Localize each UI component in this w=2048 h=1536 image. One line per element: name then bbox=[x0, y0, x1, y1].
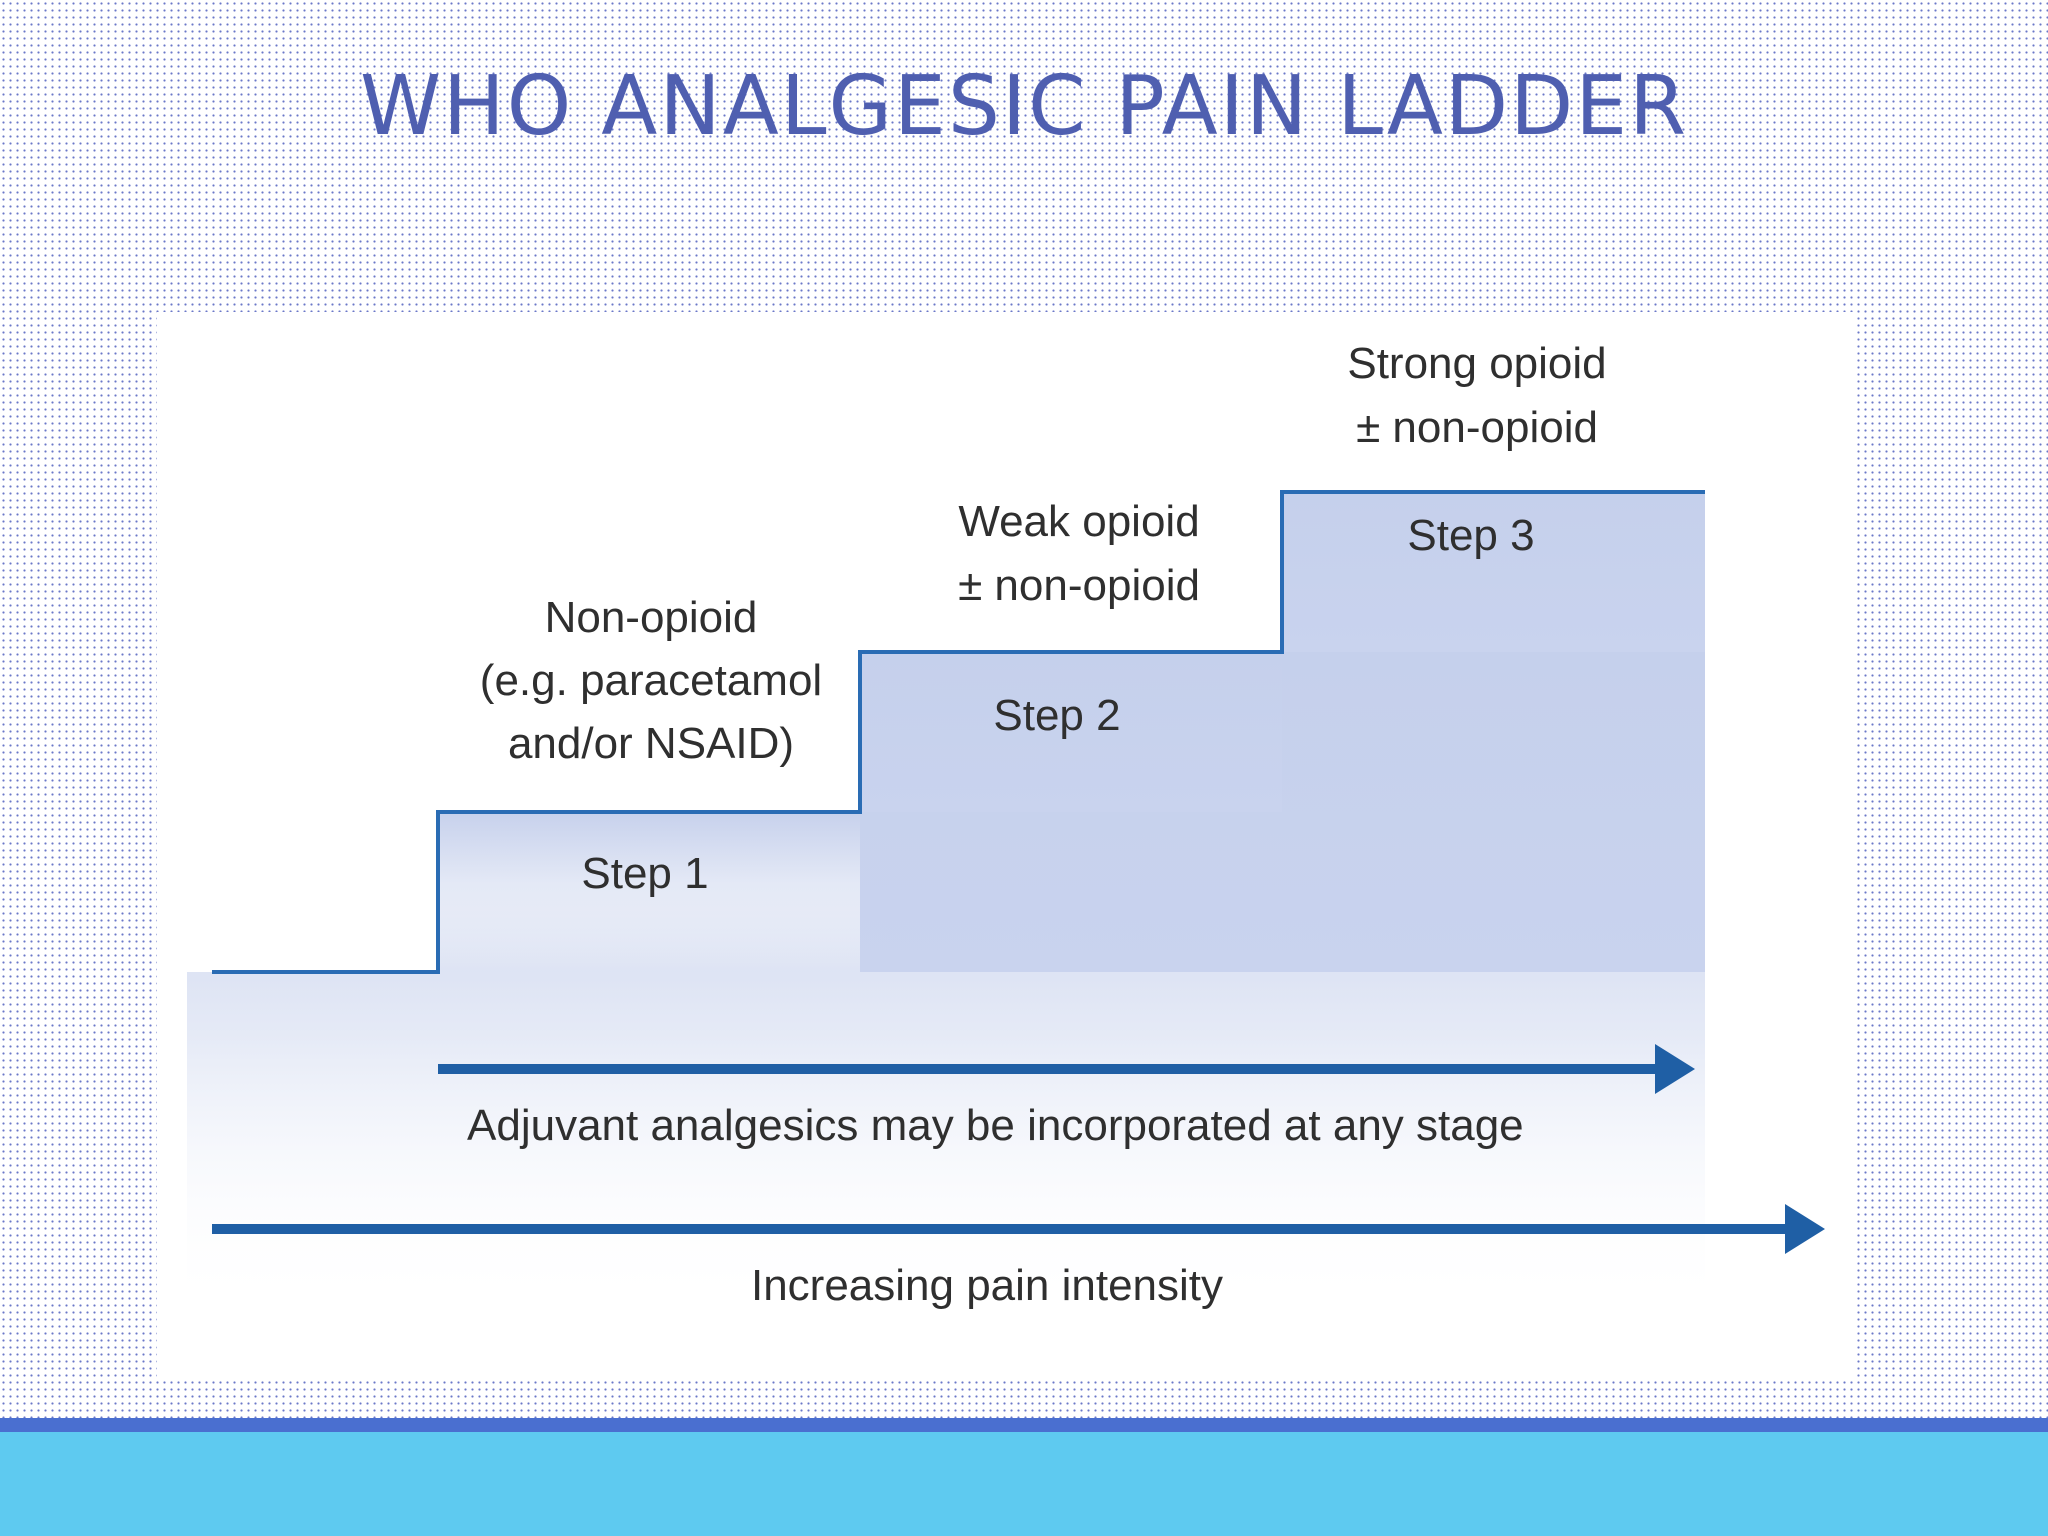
adjuvant-text: Adjuvant analgesics may be incorporated … bbox=[467, 1101, 1524, 1150]
pain-ladder-svg: Step 1 Step 2 Step 3 Non-opioid (e.g. pa… bbox=[187, 339, 1825, 1312]
adjuvant-arrow-head bbox=[1655, 1044, 1695, 1094]
page-title: WHO ANALGESIC PAIN LADDER bbox=[359, 59, 1689, 154]
step2-label: Step 2 bbox=[993, 691, 1120, 740]
step1-description-line2: (e.g. paracetamol bbox=[480, 656, 822, 705]
stair-fill-block bbox=[860, 652, 1705, 972]
pain-arrow-head bbox=[1785, 1204, 1825, 1254]
step2-description-line1: Weak opioid bbox=[958, 497, 1199, 546]
step1-description-line1: Non-opioid bbox=[545, 593, 758, 642]
pain-intensity-text: Increasing pain intensity bbox=[751, 1261, 1223, 1310]
step3-description-line2: ± non-opioid bbox=[1356, 403, 1598, 452]
footer-bar bbox=[0, 1432, 2048, 1536]
pain-ladder-diagram: Step 1 Step 2 Step 3 Non-opioid (e.g. pa… bbox=[157, 312, 1857, 1378]
stair-fill-step2-rect bbox=[860, 652, 1282, 812]
stair-fill-step3 bbox=[1282, 492, 1705, 652]
step1-label: Step 1 bbox=[581, 849, 708, 898]
step2-description-line2: ± non-opioid bbox=[958, 561, 1200, 610]
stair-fill-step1-rect bbox=[438, 812, 860, 972]
step1-description-line3: and/or NSAID) bbox=[508, 719, 794, 768]
stair-outline-top bbox=[212, 490, 1705, 974]
step3-label: Step 3 bbox=[1407, 511, 1534, 560]
step3-description-line1: Strong opioid bbox=[1347, 339, 1606, 388]
footer-accent-line bbox=[0, 1418, 2048, 1432]
